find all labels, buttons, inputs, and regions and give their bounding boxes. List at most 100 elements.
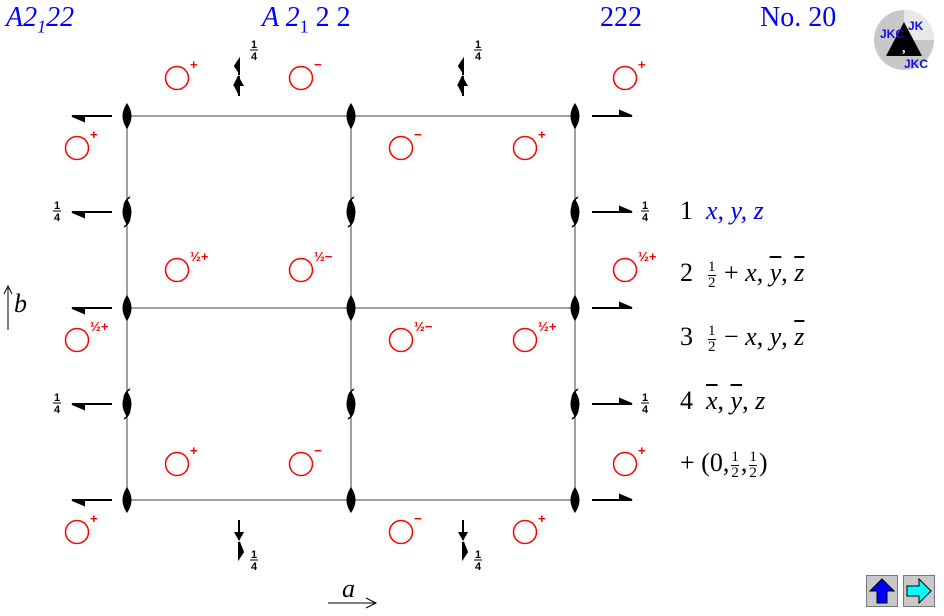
arrow-head: [458, 532, 468, 541]
height-sign-label: ½−: [414, 319, 433, 334]
twofold-axis-arrow-right: [592, 109, 633, 117]
twofold-axis-arrow-right: [592, 205, 633, 213]
height-sign-label: ½+: [538, 319, 557, 334]
height-sign-label: +: [538, 127, 546, 142]
twofold-axis-icon: [570, 487, 580, 513]
twofold-screw-axis-icon: [346, 391, 356, 417]
screw-hook: [123, 388, 131, 420]
arrow-head: [234, 77, 244, 86]
numerator: 1: [475, 549, 481, 561]
denominator: 4: [54, 212, 61, 224]
twofold-screw-axis-icon: [122, 391, 132, 417]
a-axis-label: a: [342, 574, 355, 603]
twofold-axis-arrow-left: [71, 499, 112, 507]
arrow-head: [234, 532, 244, 541]
general-position-circle: [512, 519, 538, 545]
general-position-circle: [288, 451, 314, 477]
height-quarter-label: 14: [474, 39, 482, 63]
twofold-axis-icon: [570, 103, 580, 129]
height-sign-label: ½+: [190, 249, 209, 264]
twofold-axis-arrow-right: [592, 493, 633, 501]
numerator: 1: [475, 39, 481, 51]
twofold-axis-icon: [346, 103, 356, 129]
general-position-circle: [164, 65, 190, 91]
twofold-axis-arrow-left: [71, 403, 112, 411]
space-group-number: No. 20: [760, 2, 837, 33]
twofold-screw-axis-icon: [346, 199, 356, 225]
numerator: 1: [251, 549, 257, 561]
height-sign-label: +: [638, 57, 646, 72]
screw-hook: [347, 388, 355, 420]
general-position-circle: [164, 257, 190, 283]
b-axis: b: [3, 284, 27, 330]
height-sign-label: −: [314, 57, 322, 72]
general-position-circle: [388, 327, 414, 353]
general-position-circle: [512, 135, 538, 161]
height-sign-label: +: [90, 127, 98, 142]
denominator: 4: [475, 51, 482, 63]
up-button[interactable]: [866, 575, 898, 607]
denominator: 4: [251, 51, 258, 63]
height-sign-label: +: [90, 511, 98, 526]
b-axis-label: b: [14, 289, 27, 318]
twofold-screw-axis-icon: [570, 391, 580, 417]
general-position-circle: [612, 257, 638, 283]
denominator: 4: [54, 404, 61, 416]
twofold-axis-arrow-left: [71, 307, 112, 315]
general-position-circle: [388, 135, 414, 161]
height-quarter-label: 14: [250, 549, 258, 573]
general-position-circle: [612, 451, 638, 477]
general-position-circle: [612, 65, 638, 91]
general-position-circle: [512, 327, 538, 353]
twofold-axis-arrow-left: [71, 211, 112, 219]
numerator: 1: [54, 200, 60, 212]
full-symbol: A 21 2 2: [262, 2, 351, 37]
height-sign-label: +: [190, 57, 198, 72]
twofold-axis-icon: [346, 487, 356, 513]
height-sign-label: ½+: [638, 249, 657, 264]
general-position-circle: [288, 257, 314, 283]
height-quarter-label: 14: [641, 200, 649, 224]
height-quarter-label: 14: [250, 39, 258, 63]
twofold-axis-arrow-right: [592, 301, 633, 309]
twofold-screw-axis-icon: [570, 199, 580, 225]
denominator: 4: [251, 561, 258, 573]
height-sign-label: +: [190, 443, 198, 458]
svg-text:JKC: JKC: [904, 57, 928, 71]
denominator: 4: [642, 404, 649, 416]
twofold-axis-icon: [346, 295, 356, 321]
point-group: 222: [600, 2, 642, 33]
twofold-axis-arrow-right: [592, 397, 633, 405]
screw-hook: [123, 196, 131, 228]
svg-text:,: ,: [902, 41, 906, 56]
position-1: 1 x, y, z: [680, 196, 764, 225]
height-quarter-label: 14: [53, 392, 61, 416]
height-sign-label: ½+: [90, 319, 109, 334]
next-button[interactable]: [903, 575, 935, 607]
height-sign-label: −: [314, 443, 322, 458]
height-sign-label: +: [638, 443, 646, 458]
jkc-logo: , JKC JK JKC: [874, 10, 934, 71]
general-position-circle: [164, 451, 190, 477]
twofold-axis-icon: [122, 295, 132, 321]
numerator: 1: [54, 392, 60, 404]
svg-text:JK: JK: [908, 19, 924, 33]
twofold-axis-icon: [122, 487, 132, 513]
height-quarter-label: 14: [474, 549, 482, 573]
twofold-axis-icon: [122, 103, 132, 129]
svg-text:JKC: JKC: [880, 27, 904, 41]
height-sign-label: −: [414, 127, 422, 142]
height-sign-label: +: [538, 511, 546, 526]
height-quarter-label: 14: [53, 200, 61, 224]
position-4: 4 x, y, z: [680, 386, 766, 415]
twofold-axis-arrow-left: [71, 115, 112, 123]
height-sign-label: ½−: [314, 249, 333, 264]
numerator: 1: [251, 39, 257, 51]
screw-hook: [347, 196, 355, 228]
height-quarter-label: 14: [641, 392, 649, 416]
twofold-axis-icon: [570, 295, 580, 321]
